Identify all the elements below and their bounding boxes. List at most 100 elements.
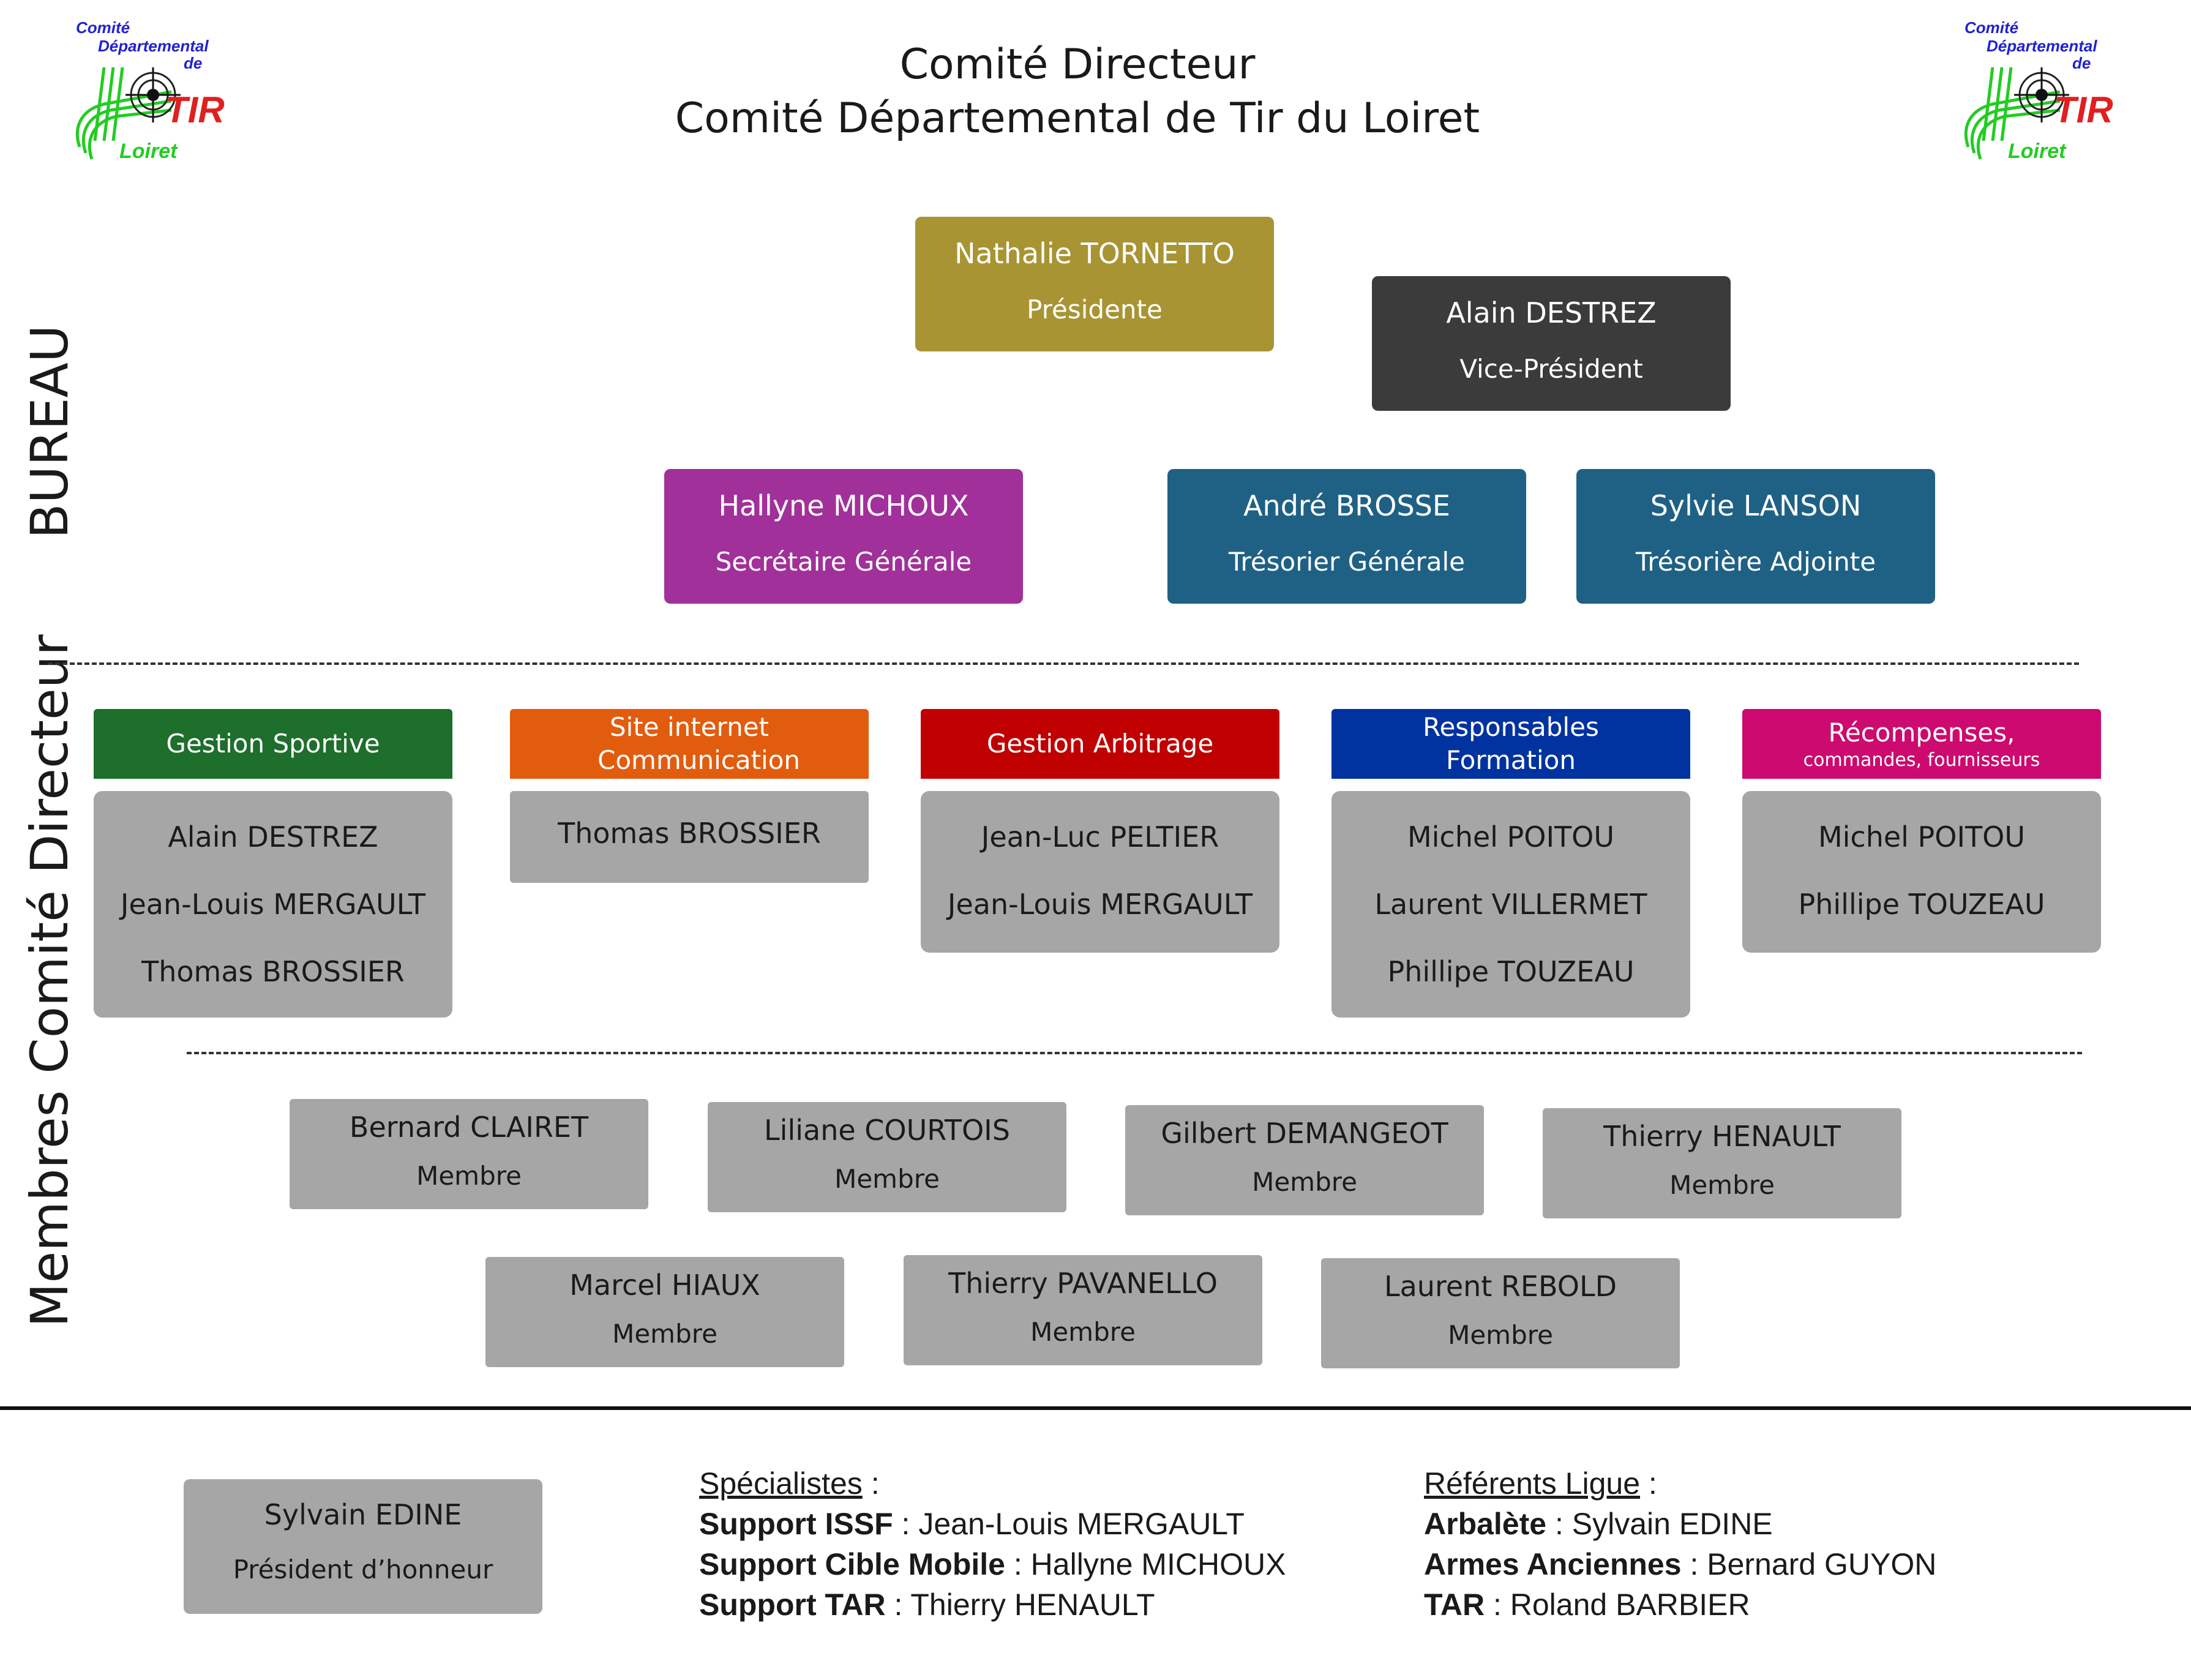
commission-title: Responsables Formation [1423, 712, 1599, 775]
member-name: Phillipe TOUZEAU [1387, 955, 1635, 988]
commission-members-recompenses: Michel POITOU Phillipe TOUZEAU [1742, 791, 2101, 953]
referent-row: Armes Anciennes : Bernard GUYON [1424, 1547, 1937, 1581]
specialist-row: Support Cible Mobile : Hallyne MICHOUX [699, 1547, 1286, 1581]
referent-value: Roland BARBIER [1510, 1588, 1750, 1622]
commission-title: Gestion Arbitrage [986, 729, 1214, 759]
bureau-vice-president: Alain DESTREZ Vice-Président [1372, 276, 1731, 411]
bureau-name: Hallyne MICHOUX [718, 489, 969, 522]
bureau-name: André BROSSE [1243, 489, 1450, 522]
separator-bureau [48, 662, 2079, 665]
member-name: Michel POITOU [1818, 820, 2026, 853]
specialist-value: Thierry HENAULT [910, 1588, 1155, 1622]
bureau-role: Secrétaire Générale [715, 547, 972, 577]
logo-right-text-3: de [2072, 54, 2091, 72]
logo-left: Comité Départemental de TIR Loiret [67, 18, 227, 163]
member-name: Gilbert DEMANGEOT [1161, 1117, 1448, 1150]
referents-heading: Référents Ligue : [1424, 1466, 1657, 1501]
member-name: Alain DESTREZ [168, 820, 378, 853]
membres-label: Membres Comité Directeur [20, 634, 80, 1327]
member-card: Thierry PAVANELLO Membre [904, 1255, 1262, 1365]
member-name: Laurent VILLERMET [1374, 888, 1647, 921]
logo-left-text-1: Comité [76, 18, 130, 37]
bureau-presidente: Nathalie TORNETTO Présidente [915, 217, 1274, 351]
specialists-heading: Spécialistes : [699, 1466, 880, 1501]
referent-label: Armes Anciennes [1424, 1547, 1682, 1581]
bureau-secretaire: Hallyne MICHOUX Secrétaire Générale [664, 469, 1023, 604]
referent-value: Bernard GUYON [1707, 1547, 1937, 1581]
member-card: Thierry HENAULT Membre [1543, 1108, 1901, 1218]
bureau-name: Alain DESTREZ [1446, 296, 1657, 329]
referent-label: TAR [1424, 1588, 1485, 1622]
member-name: Jean-Luc PELTIER [981, 820, 1219, 853]
commission-subtitle: commandes, fournisseurs [1803, 749, 2040, 771]
member-role: Membre [1448, 1320, 1553, 1350]
member-role: Membre [416, 1161, 522, 1191]
specialist-label: Support Cible Mobile [699, 1547, 1005, 1581]
member-name: Jean-Louis MERGAULT [120, 888, 426, 921]
member-card: Laurent REBOLD Membre [1321, 1258, 1680, 1368]
logo-right-loiret: Loiret [2008, 140, 2067, 163]
referent-value: Sylvain EDINE [1571, 1507, 1773, 1541]
logo-left-tir: TIR [165, 89, 225, 130]
commission-title: Récompenses, [1828, 718, 2015, 748]
bureau-tresoriere-adjointe: Sylvie LANSON Trésorière Adjointe [1576, 469, 1935, 604]
footer-divider [0, 1406, 2191, 1410]
member-name: Thomas BROSSIER [558, 817, 821, 850]
bureau-role: Présidente [1027, 294, 1163, 324]
member-name: Thierry PAVANELLO [948, 1267, 1218, 1300]
logo-right: Comité Départemental de TIR Loiret [1956, 18, 2115, 163]
separator-commissions [187, 1052, 2082, 1054]
specialists-block: Spécialistes : Support ISSF : Jean-Louis… [699, 1463, 1311, 1625]
title-line-1: Comité Directeur [899, 40, 1256, 89]
commission-header-recompenses: Récompenses, commandes, fournisseurs [1742, 709, 2101, 779]
logo-left-text-3: de [184, 54, 202, 72]
title-line-2: Comité Départemental de Tir du Loiret [675, 94, 1480, 143]
commission-members-communication: Thomas BROSSIER [510, 791, 869, 883]
specialist-value: Hallyne MICHOUX [1030, 1547, 1286, 1581]
logo-right-text-1: Comité [1964, 18, 2018, 37]
bureau-label: BUREAU [20, 324, 80, 539]
commission-header-communication: Site internet Communication [510, 709, 869, 779]
referents-block: Référents Ligue : Arbalète : Sylvain EDI… [1424, 1463, 2036, 1625]
specialist-row: Support TAR : Thierry HENAULT [699, 1588, 1155, 1622]
member-name: Bernard CLAIRET [349, 1111, 589, 1144]
honorary-card: Sylvain EDINE Président d’honneur [184, 1479, 542, 1614]
member-name: Liliane COURTOIS [764, 1114, 1010, 1147]
logo-right-tir: TIR [2054, 89, 2113, 130]
commission-header-formation: Responsables Formation [1331, 709, 1690, 779]
member-name: Marcel HIAUX [569, 1269, 760, 1302]
bureau-role: Vice-Président [1459, 354, 1643, 384]
member-card: Marcel HIAUX Membre [485, 1257, 844, 1367]
member-card: Liliane COURTOIS Membre [708, 1102, 1066, 1212]
commission-members-arbitrage: Jean-Luc PELTIER Jean-Louis MERGAULT [921, 791, 1279, 953]
logo-right-text-2: Départemental [1987, 37, 2097, 55]
member-name: Jean-Louis MERGAULT [947, 888, 1253, 921]
commission-header-arbitrage: Gestion Arbitrage [921, 709, 1279, 779]
specialists-heading-text: Spécialistes [699, 1466, 863, 1501]
logo-left-loiret: Loiret [119, 140, 178, 163]
honorary-role: Président d’honneur [233, 1554, 493, 1584]
specialist-value: Jean-Louis MERGAULT [918, 1507, 1245, 1541]
member-name: Laurent REBOLD [1384, 1270, 1617, 1303]
member-card: Gilbert DEMANGEOT Membre [1125, 1105, 1484, 1215]
member-role: Membre [1252, 1167, 1357, 1197]
member-name: Thomas BROSSIER [141, 955, 405, 988]
commission-header-sportive: Gestion Sportive [94, 709, 452, 779]
bureau-name: Nathalie TORNETTO [954, 237, 1235, 270]
member-name: Thierry HENAULT [1603, 1120, 1841, 1153]
commission-members-sportive: Alain DESTREZ Jean-Louis MERGAULT Thomas… [94, 791, 452, 1018]
commission-title: Gestion Sportive [166, 729, 380, 759]
member-card: Bernard CLAIRET Membre [290, 1099, 648, 1209]
member-name: Phillipe TOUZEAU [1798, 888, 2045, 921]
page-title: Comité Directeur Comité Départemental de… [0, 38, 2155, 146]
referent-row: TAR : Roland BARBIER [1424, 1588, 1750, 1622]
member-role: Membre [1669, 1170, 1775, 1200]
bureau-name: Sylvie LANSON [1650, 489, 1862, 522]
member-role: Membre [612, 1319, 717, 1349]
specialist-label: Support ISSF [699, 1507, 893, 1541]
logo-left-text-2: Départemental [98, 37, 209, 55]
member-role: Membre [1030, 1317, 1136, 1347]
commission-members-formation: Michel POITOU Laurent VILLERMET Phillipe… [1331, 791, 1690, 1018]
bureau-role: Trésorier Générale [1229, 547, 1465, 577]
referent-row: Arbalète : Sylvain EDINE [1424, 1507, 1773, 1541]
